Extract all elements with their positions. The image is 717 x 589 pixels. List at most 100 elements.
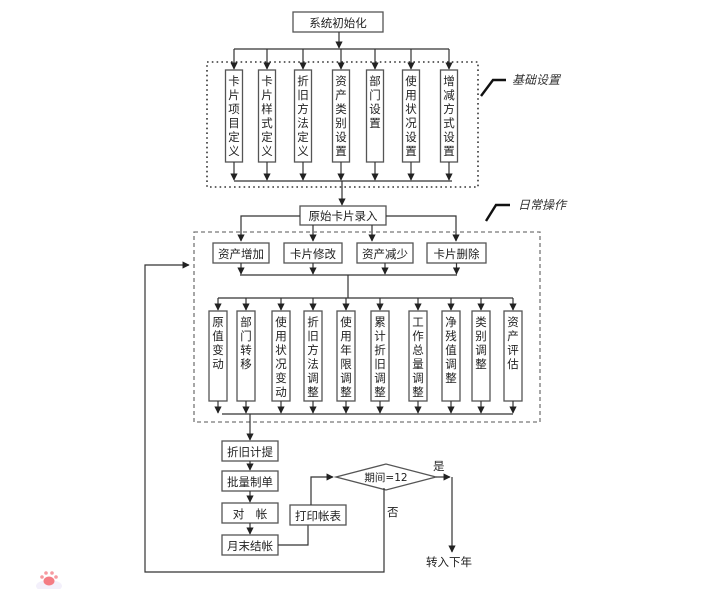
- decision-no-label: 否: [387, 505, 399, 519]
- basic-item-3-char: 旧: [297, 88, 309, 102]
- daily-bottom-item-3-char: 用: [275, 329, 287, 343]
- basic-item-4-char: 别: [335, 116, 347, 130]
- daily-bottom-item-4-char: 调: [307, 371, 319, 385]
- basic-item-3-char: 定: [297, 130, 309, 144]
- daily-bottom-item-4-char: 方: [307, 343, 319, 357]
- basic-item-2-char: 定: [261, 130, 273, 144]
- daily-bottom-item-6-char: 累: [374, 315, 386, 329]
- paw-icon: [34, 562, 64, 589]
- daily-bottom-item-3-char: 动: [275, 385, 287, 399]
- daily-bottom-item-1-char: 变: [212, 343, 224, 357]
- daily-top-item-label: 资产减少: [362, 247, 408, 261]
- basic-item-4-char: 类: [335, 102, 347, 116]
- decision-yes-label: 是: [433, 459, 445, 473]
- daily-top-item-label: 资产增加: [218, 247, 264, 261]
- basic-item-2-char: 卡: [261, 74, 273, 88]
- basic-item-4-char: 资: [335, 74, 347, 88]
- daily-bottom-item-9-char: 整: [475, 357, 487, 371]
- node-next-year: 转入下年: [426, 555, 472, 569]
- daily-bottom-item-1-char: 动: [212, 357, 224, 371]
- basic-item-6-char: 使: [405, 74, 417, 88]
- daily-bottom-item-6-char: 调: [374, 371, 386, 385]
- daily-bottom-item-7-char: 总: [412, 343, 424, 357]
- basic-item-2-char: 式: [261, 116, 273, 130]
- daily-bottom-item-4-char: 旧: [307, 329, 319, 343]
- basic-item-4-char: 设: [335, 130, 347, 144]
- basic-item-1-char: 片: [228, 88, 240, 102]
- process-step-label: 折旧计提: [227, 445, 273, 459]
- basic-item-6-char: 设: [405, 130, 417, 144]
- basic-item-1-char: 定: [228, 130, 240, 144]
- connector: [386, 216, 456, 241]
- basic-item-7-char: 减: [443, 88, 455, 102]
- daily-bottom-item-1-char: 原: [212, 315, 224, 329]
- basic-item-5-char: 置: [369, 116, 381, 130]
- daily-bottom-item-4-char: 整: [307, 385, 319, 399]
- node-card-entry-label: 原始卡片录入: [309, 209, 378, 223]
- basic-item-4-char: 产: [335, 88, 347, 102]
- basic-item-1-char: 义: [228, 144, 240, 158]
- group-basic-label: 基础设置: [512, 73, 562, 87]
- process-step-label: 批量制单: [227, 475, 273, 489]
- basic-item-2-char: 片: [261, 88, 273, 102]
- daily-bottom-item-2-char: 移: [240, 357, 252, 371]
- daily-bottom-item-6-char: 折: [374, 343, 386, 357]
- basic-item-3-char: 折: [297, 74, 309, 88]
- daily-bottom-item-6-char: 整: [374, 385, 386, 399]
- daily-bottom-item-3-char: 状: [275, 343, 287, 357]
- daily-bottom-item-4-char: 折: [307, 315, 319, 329]
- daily-bottom-item-7-char: 工: [412, 315, 424, 329]
- daily-bottom-item-2-char: 门: [240, 329, 252, 343]
- daily-top-item-label: 卡片修改: [290, 247, 336, 261]
- daily-bottom-item-3-char: 使: [275, 315, 287, 329]
- daily-top-item-label: 卡片删除: [434, 247, 480, 261]
- basic-item-2-char: 义: [261, 144, 273, 158]
- daily-bottom-item-10-char: 产: [507, 329, 519, 343]
- daily-bottom-items: 原值变动部门转移使用状况变动折旧方法调整使用年限调整累计折旧调整工作总量调整净残…: [209, 298, 522, 413]
- basic-item-4-char: 置: [335, 144, 347, 158]
- daily-bottom-item-10-char: 评: [507, 343, 519, 357]
- daily-bottom-item-7-char: 整: [412, 385, 424, 399]
- daily-bottom-item-10-char: 估: [507, 357, 519, 371]
- daily-bottom-item-8-char: 净: [445, 315, 457, 329]
- daily-bottom-item-5-char: 整: [340, 385, 352, 399]
- daily-bottom-item-8-char: 残: [445, 329, 457, 343]
- daily-bottom-item-6-char: 计: [374, 329, 386, 343]
- daily-bottom-item-4-char: 法: [307, 357, 319, 371]
- daily-bottom-item-1-char: 值: [212, 329, 224, 343]
- basic-item-1-char: 项: [228, 102, 240, 116]
- basic-item-3-char: 方: [297, 102, 309, 116]
- connector: [311, 477, 333, 505]
- daily-bottom-item-10-char: 资: [507, 315, 519, 329]
- basic-item-1-char: 目: [228, 116, 240, 130]
- daily-bottom-item-3-char: 变: [275, 371, 287, 385]
- daily-bottom-item-5-char: 使: [340, 315, 352, 329]
- basic-item-2-char: 样: [261, 102, 273, 116]
- basic-item-7-char: 设: [443, 130, 455, 144]
- callout-basic: [481, 80, 506, 96]
- node-print-reports-label: 打印帐表: [295, 509, 341, 523]
- daily-bottom-item-7-char: 量: [412, 357, 424, 371]
- connector: [278, 525, 308, 545]
- node-system-init-label: 系统初始化: [309, 16, 367, 30]
- basic-item-6-char: 况: [405, 116, 417, 130]
- daily-bottom-item-9-char: 别: [475, 329, 487, 343]
- connector: [241, 216, 300, 241]
- process-step-label: 对 帐: [233, 507, 268, 521]
- daily-bottom-item-6-char: 旧: [374, 357, 386, 371]
- basic-item-7-char: 式: [443, 116, 455, 130]
- basic-item-7-char: 增: [443, 74, 455, 88]
- basic-item-5-char: 门: [369, 88, 381, 102]
- basic-item-6-char: 置: [405, 144, 417, 158]
- basic-item-6-char: 用: [405, 88, 417, 102]
- daily-bottom-item-9-char: 类: [475, 315, 487, 329]
- daily-bottom-item-5-char: 限: [340, 357, 352, 371]
- daily-bottom-item-7-char: 调: [412, 371, 424, 385]
- daily-bottom-item-3-char: 况: [275, 357, 287, 371]
- basic-item-6-char: 状: [405, 102, 417, 116]
- basic-item-5-char: 部: [369, 74, 381, 88]
- daily-bottom-item-8-char: 调: [445, 357, 457, 371]
- daily-bottom-item-5-char: 调: [340, 371, 352, 385]
- decision-label: 期间=12: [364, 471, 407, 484]
